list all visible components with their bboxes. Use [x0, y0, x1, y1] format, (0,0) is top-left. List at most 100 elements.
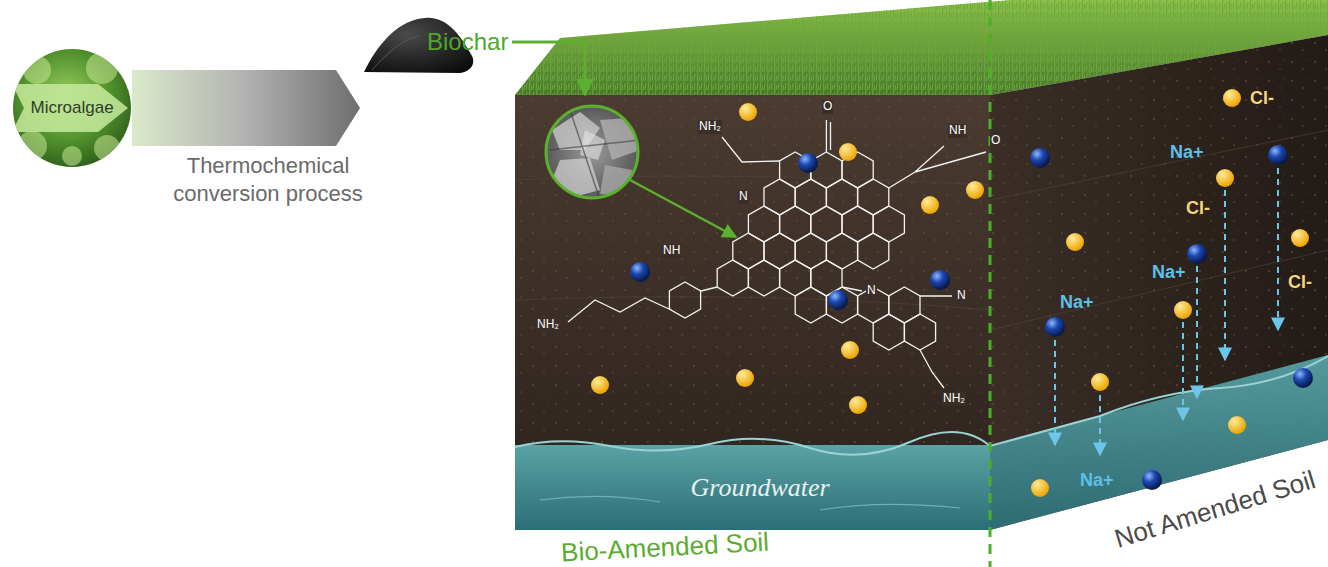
- art-circle: [739, 103, 757, 121]
- art-use: [764, 233, 795, 269]
- atom-label: NH: [662, 244, 681, 258]
- art-line: [1277, 168, 1279, 330]
- soil-texture: [515, 95, 990, 530]
- art-circle: [1091, 373, 1109, 391]
- atom-label: O: [822, 100, 833, 114]
- soil-front: [515, 95, 990, 530]
- ion-label: Na+: [1170, 142, 1204, 163]
- art-use: [858, 179, 889, 215]
- art-circle: [1045, 317, 1065, 337]
- node-text: Microalgae: [31, 98, 114, 118]
- art-use: [733, 233, 764, 269]
- art-circle: [930, 270, 950, 290]
- atom-label: NH: [948, 124, 967, 138]
- art-use: [858, 233, 889, 269]
- art-use: [669, 282, 700, 318]
- art-use: [795, 233, 826, 269]
- art-line: [1196, 266, 1198, 398]
- atom-label: O: [990, 134, 1001, 148]
- ion-label: Na+: [1080, 470, 1114, 491]
- art-circle: [921, 196, 939, 214]
- node-text: Not Amended Soil: [1111, 465, 1319, 554]
- microalgae-circle: Microalgae: [12, 48, 132, 168]
- art-use: [904, 314, 935, 350]
- art-circle: [1293, 368, 1313, 388]
- art-polygon: [12, 84, 128, 132]
- atom-label: N: [738, 190, 749, 204]
- art-use: [795, 287, 826, 323]
- ions-not-amended: [1030, 89, 1313, 497]
- art-circle: [1174, 301, 1192, 319]
- art-circle: [1030, 148, 1050, 168]
- ion-label: Cl-: [1250, 88, 1274, 109]
- pile-highlight: [372, 36, 420, 70]
- atom-label: NH₂: [536, 318, 560, 332]
- lens-pointer: [630, 180, 736, 237]
- art-circle: [828, 290, 848, 310]
- art-circle: [1066, 233, 1084, 251]
- unamended-soil-region: Not Amended Soil: [990, 35, 1328, 567]
- ion-label: Cl-: [1186, 198, 1210, 219]
- art-circle: [86, 52, 118, 84]
- art-use: [889, 287, 920, 323]
- art-circle: [1223, 89, 1241, 107]
- art-use: [795, 179, 826, 215]
- art-use: [826, 179, 857, 215]
- art-use: [717, 260, 748, 296]
- node-text: Biochar: [427, 28, 508, 56]
- art-use: [780, 260, 811, 296]
- art-polygon: [600, 118, 640, 160]
- atom-label: NH₂: [698, 120, 722, 134]
- ion-label: Cl-: [1288, 272, 1312, 293]
- flow-arrow: [512, 42, 585, 95]
- art-use: [873, 206, 904, 242]
- divider-line: [989, 0, 992, 567]
- art-circle: [841, 341, 859, 359]
- art-line: [1099, 395, 1101, 455]
- atom-label: N: [866, 284, 877, 298]
- art-circle: [1228, 416, 1246, 434]
- art-use: [826, 233, 857, 269]
- leaching-arrows: [1055, 168, 1278, 455]
- art-circle: [849, 396, 867, 414]
- art-circle: [798, 153, 818, 173]
- art-line: [1182, 322, 1184, 420]
- soil-side-texture: [990, 35, 1328, 530]
- art-circle: [17, 131, 47, 161]
- art-line: [1054, 340, 1056, 445]
- art-circle: [94, 135, 120, 161]
- art-circle: [13, 49, 131, 167]
- node-text: Bio-Amended Soil: [560, 528, 769, 567]
- art-circle: [839, 143, 857, 161]
- ion-label: Na+: [1152, 262, 1186, 283]
- groundwater-label: Groundwater: [691, 473, 830, 503]
- art-use: [811, 206, 842, 242]
- art-use: [748, 260, 779, 296]
- art-circle: [1031, 479, 1049, 497]
- art-g: [12, 84, 128, 132]
- atom-label: NH₂: [942, 392, 966, 406]
- art-line: [1224, 190, 1226, 360]
- art-g: [17, 52, 120, 166]
- soil-side: [990, 35, 1328, 530]
- art-circle: [736, 369, 754, 387]
- edge-label: Thermochemical conversion process: [143, 152, 393, 207]
- art-circle: [1291, 229, 1309, 247]
- art-circle: [62, 146, 82, 166]
- art-use: [826, 287, 857, 323]
- art-circle: [23, 56, 51, 84]
- art-circle: [1268, 145, 1288, 165]
- art-use: [780, 206, 811, 242]
- process-arrow: [132, 70, 360, 146]
- art-use: [873, 314, 904, 350]
- lens-ring: [546, 106, 638, 198]
- art-use: [764, 179, 795, 215]
- biochar-node: Biochar: [360, 10, 512, 120]
- art-circle: [1142, 470, 1162, 490]
- atom-label: N: [956, 289, 967, 303]
- art-circle: [1216, 169, 1234, 187]
- art-circle: [591, 376, 609, 394]
- art-circle: [1187, 244, 1207, 264]
